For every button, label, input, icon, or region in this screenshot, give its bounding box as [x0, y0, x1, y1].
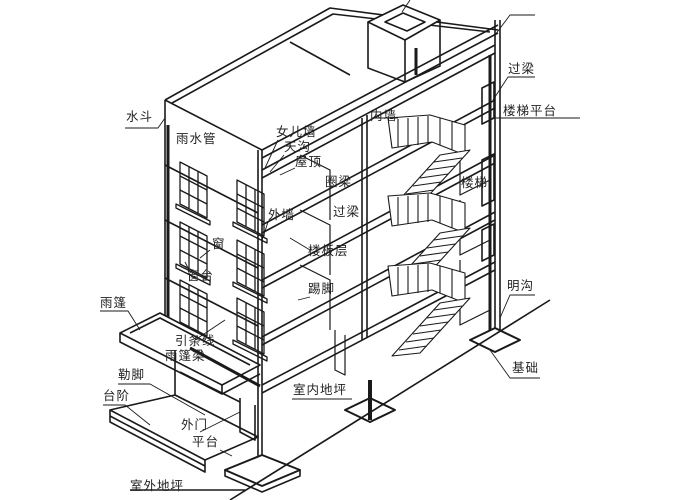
label-chuangtai: 窗台 [187, 268, 215, 283]
label-nverqiang: 女儿墙 [276, 124, 317, 139]
window [175, 161, 211, 226]
label-yushuiguan: 雨水管 [176, 131, 217, 146]
label-louti: 楼梯 [461, 175, 489, 190]
label-jichu: 基础 [512, 360, 540, 375]
roof-hatch [367, 4, 441, 83]
label-waimen: 外门 [181, 417, 209, 432]
label-quanliang: 圈梁 [325, 174, 353, 189]
label-yupengliang: 雨篷梁 [165, 348, 206, 363]
windows [175, 161, 268, 362]
label-louban: 楼板层 [308, 243, 349, 258]
leader-lines [100, 0, 580, 457]
label-minggou: 明沟 [507, 278, 535, 293]
label-louti-pingtai: 楼梯平台 [503, 103, 558, 118]
label-guoliang-top: 过梁 [508, 61, 536, 76]
label-yupeng: 雨篷 [100, 295, 128, 310]
label-lejiao: 勒脚 [118, 367, 146, 382]
label-waiqiang: 外墙 [268, 207, 296, 222]
ground-floor [109, 299, 551, 500]
label-tiangou: 天沟 [284, 139, 312, 154]
label-yintiaoxian: 引条线 [175, 333, 216, 348]
stair-flight [387, 262, 471, 357]
left-facade [164, 100, 263, 470]
label-tijiao: 踢脚 [308, 281, 336, 296]
label-shuidou: 水斗 [126, 109, 154, 124]
label-chuang: 窗 [212, 236, 226, 251]
label-pingtai: 平台 [192, 434, 220, 449]
canopy [119, 312, 261, 395]
label-shiwai-dipi: 室外地坪 [130, 478, 185, 493]
label-wuding: 屋顶 [295, 154, 323, 169]
label-neiqiang: 内墙 [370, 108, 398, 123]
label-shinei-dipi: 室内地坪 [293, 382, 348, 397]
pipes [481, 55, 495, 330]
stairs [387, 114, 471, 357]
label-guoliang-mid: 过梁 [333, 204, 361, 219]
roof [164, 7, 499, 159]
label-taijie: 台阶 [103, 388, 131, 403]
